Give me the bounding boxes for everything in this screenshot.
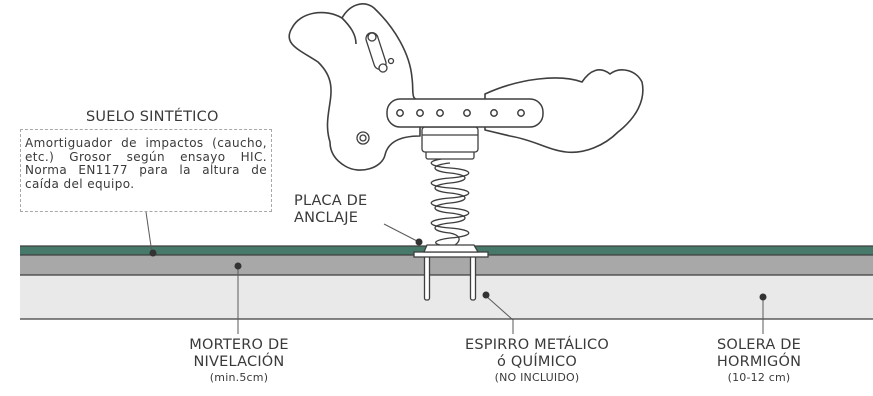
leader-suelo: [145, 211, 153, 254]
suelo-description-text: Amortiguador de impactos (caucho, etc.) …: [25, 136, 267, 191]
anchor-bolts: [423, 251, 477, 301]
dot-solera: [759, 293, 767, 301]
anchor-plate: [413, 251, 489, 258]
mortero-line2: NIVELACIÓN: [193, 354, 285, 370]
placa-line1: PLACA DE: [294, 193, 368, 209]
mortero-line1: MORTERO DE: [189, 337, 289, 353]
leader-placa: [383, 223, 418, 242]
marker-dots: [149, 238, 767, 301]
suelo-description-box: Amortiguador de impactos (caucho, etc.) …: [20, 129, 272, 212]
horse-body-tail: [484, 69, 644, 154]
spring: [430, 157, 470, 246]
leader-espirro: [485, 295, 514, 334]
mortar-layer: [20, 255, 873, 275]
horse-handle: [356, 31, 395, 145]
anchor-bolt-left: [423, 251, 431, 301]
mortero-sub: (min.5cm): [209, 371, 269, 384]
espirro-line1: ESPIRRO METÁLICO: [465, 337, 609, 353]
label-solera: SOLERA DE HORMIGÓN (10-12 cm): [694, 337, 824, 384]
dot-placa: [415, 238, 423, 246]
label-placa-anclaje: PLACA DE ANCLAJE: [294, 193, 367, 227]
leader-lines: [145, 211, 764, 334]
concrete-layer: [20, 275, 873, 319]
label-espirro: ESPIRRO METÁLICO ó QUÍMICO (NO INCLUIDO): [448, 337, 626, 384]
espirro-line2: ó QUÍMICO: [497, 354, 577, 370]
dot-mortero: [234, 262, 242, 270]
horse-figure: [288, 3, 644, 171]
dot-espirro: [482, 291, 490, 299]
solera-line1: SOLERA DE: [717, 337, 801, 353]
spring-mount: [421, 126, 479, 160]
espirro-sub: (NO INCLUIDO): [494, 371, 580, 384]
label-mortero: MORTERO DE NIVELACIÓN (min.5cm): [181, 337, 297, 384]
placa-line2: ANCLAJE: [294, 210, 359, 226]
label-suelo-sintetico: SUELO SINTÉTICO: [86, 109, 219, 125]
plate-base: [423, 244, 480, 253]
horse-head-neck: [288, 3, 421, 171]
dot-suelo: [149, 249, 157, 257]
anchor-bolt-right: [469, 251, 477, 301]
footrest-bar: [386, 98, 544, 128]
solera-sub: (10-12 cm): [727, 371, 791, 384]
solera-line2: HORMIGÓN: [716, 354, 802, 370]
horse-ear: [341, 17, 357, 45]
